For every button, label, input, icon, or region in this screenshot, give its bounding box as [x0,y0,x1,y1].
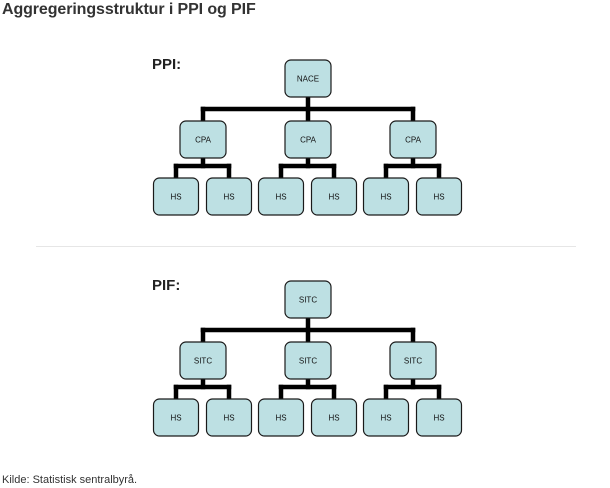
ppi-section-label: PPI: [152,56,182,73]
pif-leaf-node-label: HS [223,414,234,423]
pif-level2-node: SITC [284,341,332,380]
pif-level2-node: SITC [179,341,227,380]
source-note: Kilde: Statistisk sentralbyrå. [2,474,138,486]
ppi-root-node-label: NACE [297,75,319,84]
ppi-level2-node-label: CPA [195,136,212,145]
ppi-level2-node-label: CPA [405,136,422,145]
ppi-leaf-node-label: HS [223,193,234,202]
ppi-leaf-node: HS [152,177,200,216]
ppi-leaf-node: HS [310,177,358,216]
pif-level2-node: SITC [389,341,437,380]
pif-leaf-node-label: HS [380,414,391,423]
pif-leaf-node: HS [362,398,410,437]
pif-leaf-node-label: HS [275,414,286,423]
pif-leaf-node-label: HS [170,414,181,423]
ppi-leaf-node-label: HS [275,193,286,202]
pif-section-label: PIF: [152,277,181,294]
ppi-leaf-node-label: HS [328,193,339,202]
ppi-root-node: NACE [284,59,332,98]
pif-leaf-node: HS [257,398,305,437]
pif-level2-node-label: SITC [404,357,422,366]
ppi-leaf-node-label: HS [170,193,181,202]
ppi-leaf-node-label: HS [380,193,391,202]
ppi-leaf-node-label: HS [433,193,444,202]
ppi-leaf-node: HS [362,177,410,216]
ppi-leaf-node: HS [205,177,253,216]
ppi-leaf-node: HS [415,177,463,216]
section-divider [36,246,576,247]
pif-leaf-node: HS [152,398,200,437]
pif-root-node-label: SITC [299,296,317,305]
pif-leaf-node: HS [205,398,253,437]
page-title: Aggregeringsstruktur i PPI og PIF [2,1,256,18]
pif-leaf-node-label: HS [433,414,444,423]
pif-leaf-node: HS [310,398,358,437]
pif-level2-node-label: SITC [299,357,317,366]
pif-leaf-node-label: HS [328,414,339,423]
pif-root-node: SITC [284,280,332,319]
pif-level2-node-label: SITC [194,357,212,366]
ppi-level2-node-label: CPA [300,136,317,145]
ppi-level2-node: CPA [284,120,332,159]
ppi-level2-node: CPA [179,120,227,159]
pif-leaf-node: HS [415,398,463,437]
ppi-level2-node: CPA [389,120,437,159]
ppi-leaf-node: HS [257,177,305,216]
